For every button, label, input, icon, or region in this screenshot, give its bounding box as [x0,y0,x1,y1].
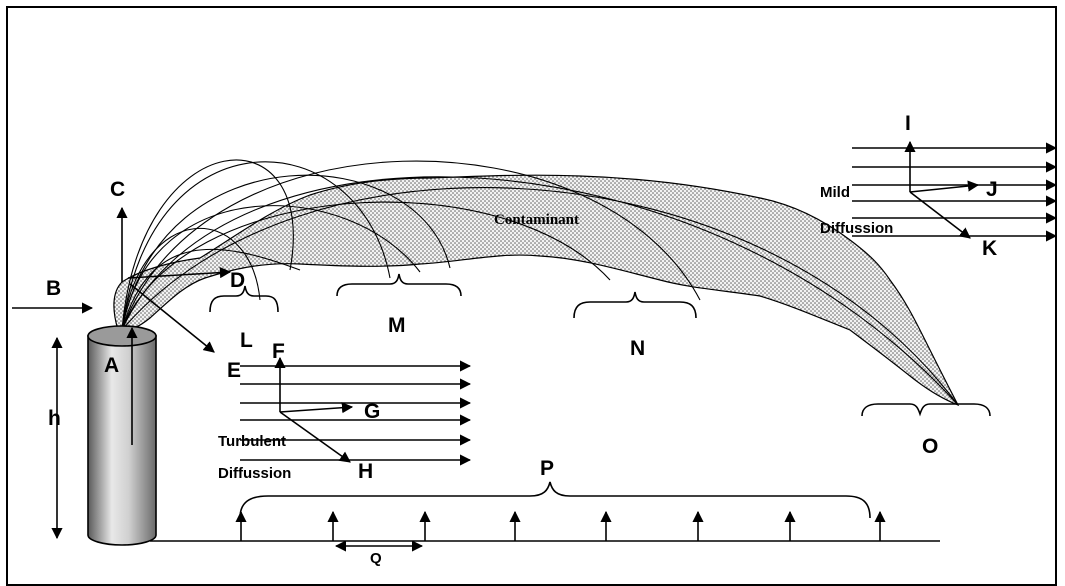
label-n: N [630,337,645,360]
downward-arrow [129,283,215,353]
label-f: F [272,340,285,363]
contaminant-plume [113,174,960,407]
turbulent-g-arrow [279,402,354,414]
label-h: h [48,407,61,430]
label-g: G [364,400,380,423]
label-m: M [388,314,406,337]
turbulent-h-arrow [279,411,351,463]
brace-l [209,285,279,313]
label-e: E [227,359,241,382]
label-q: Q [370,550,382,566]
label-l: L [240,329,253,352]
plume-diagram: B A h C D E F G H I J K L M N O P Q Cont… [12,112,1058,566]
label-b: B [46,277,61,300]
mild-label-line2: Diffussion [820,220,893,237]
mild-j-arrow [909,180,980,193]
brace-o [861,403,991,417]
label-a: A [104,354,119,377]
label-o: O [922,435,938,458]
contaminant-label: Contaminant [494,212,579,228]
brace-p [239,481,871,519]
horizontal-arrow [127,267,232,279]
mild-flow-lines [852,142,1058,242]
plume-trajectories [121,159,959,406]
label-c: C [110,178,125,201]
turbulent-label-line2: Diffussion [218,465,291,482]
label-d: D [230,269,245,292]
mild-k-arrow [909,191,971,239]
label-i: I [905,112,911,135]
smoke-stack [87,325,157,546]
label-p: P [540,457,554,480]
label-j: J [986,178,998,201]
ground-deposition-arrows [235,510,886,541]
mild-label-line1: Mild [820,184,850,201]
brace-m [336,273,462,297]
label-k: K [982,237,997,260]
turbulent-label-line1: Turbulent [218,433,286,450]
brace-n [573,291,697,319]
label-h-arrow: H [358,460,373,483]
